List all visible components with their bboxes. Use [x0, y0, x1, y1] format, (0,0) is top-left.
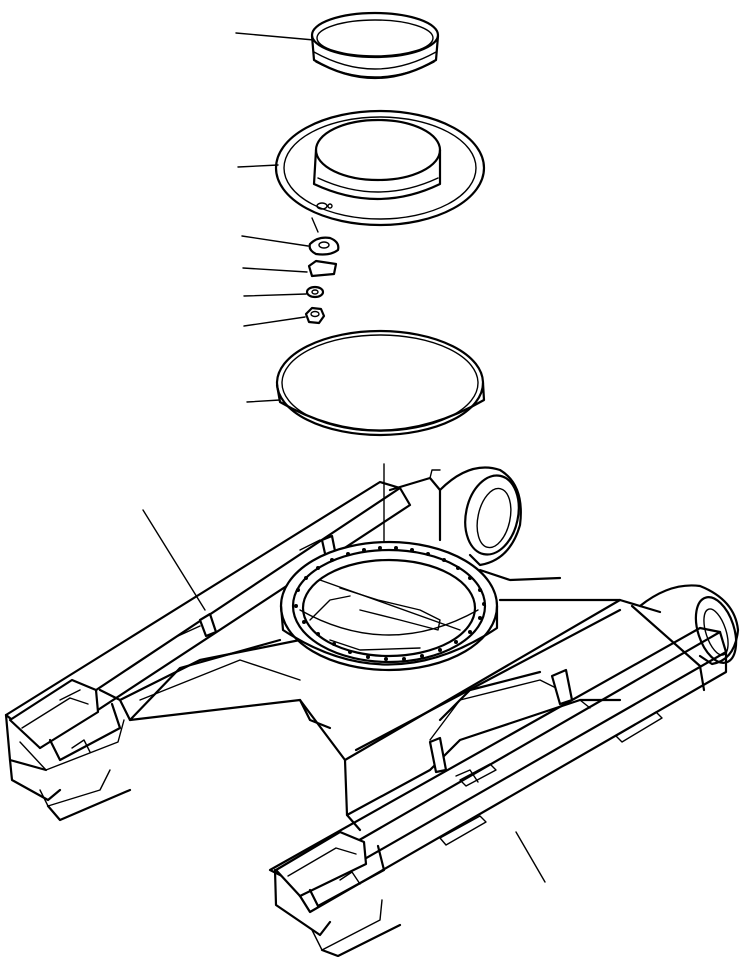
washer — [305, 285, 325, 299]
swing-circle-mount — [279, 540, 499, 672]
callout-4 — [242, 267, 308, 273]
nut — [304, 306, 326, 325]
o-ring-large — [275, 329, 486, 437]
bolt-holes — [294, 546, 486, 661]
callout-3 — [241, 235, 309, 247]
cover-flange — [274, 109, 486, 233]
callout-7 — [246, 399, 281, 403]
callout-1 — [235, 32, 315, 41]
idler-yoke-front — [630, 584, 740, 692]
callout-6 — [243, 316, 306, 327]
plate-small — [307, 259, 338, 278]
callout-5 — [243, 293, 307, 297]
plate-gasket — [308, 236, 340, 256]
callout-leaders — [142, 32, 546, 883]
idler-yoke-rear — [388, 466, 522, 567]
callout-9 — [142, 509, 206, 611]
track-frame-bracket — [177, 612, 218, 638]
callout-10 — [515, 831, 546, 883]
callout-2 — [237, 164, 279, 168]
seal-ring-top — [310, 11, 440, 80]
